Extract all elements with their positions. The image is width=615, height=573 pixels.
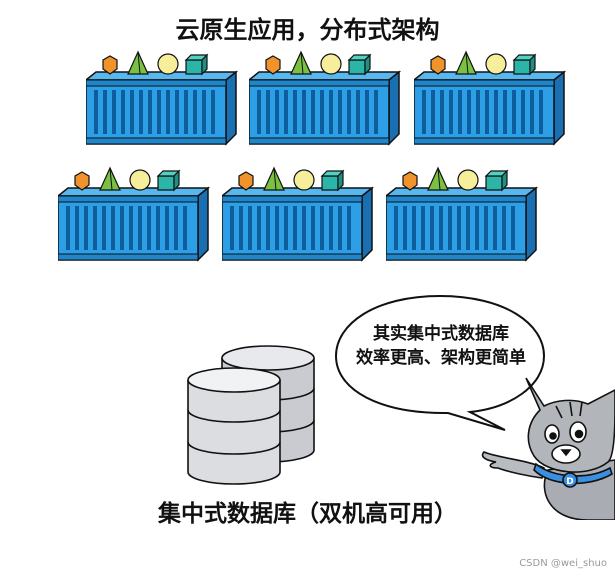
watermark: CSDN @wei_shuo: [519, 558, 607, 569]
bubble-line-2: 效率更高、架构更简单: [356, 348, 526, 368]
container-bottom-3: [386, 167, 537, 261]
database-cylinder-icon: [187, 345, 315, 485]
cat-mascot-icon: D: [481, 377, 615, 520]
container-bottom-2: [222, 167, 373, 261]
top-title: 云原生应用，分布式架构: [175, 16, 440, 44]
container-top-1: [86, 51, 237, 145]
container-bottom-1: [58, 167, 209, 261]
speech-bubble: [334, 294, 546, 431]
bubble-line-1: 其实集中式数据库: [373, 324, 509, 344]
container-top-3: [414, 51, 565, 145]
bottom-title: 集中式数据库（双机高可用）: [158, 501, 457, 527]
container-top-2: [249, 51, 400, 145]
svg-text:D: D: [566, 477, 573, 487]
